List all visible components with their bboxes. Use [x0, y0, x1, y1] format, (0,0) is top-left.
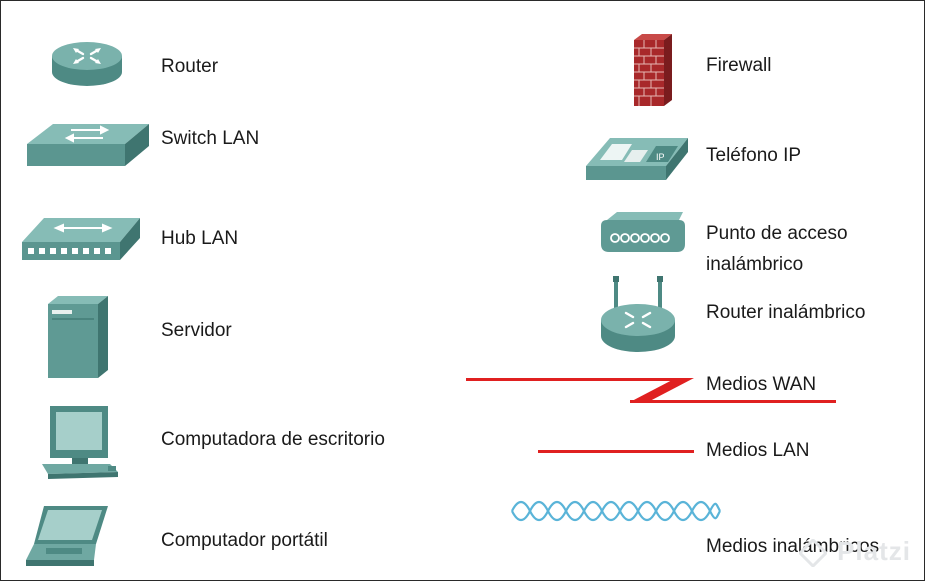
ip-phone-label: Teléfono IP — [706, 145, 802, 166]
platzi-watermark: Platzi — [837, 536, 911, 566]
switch-lan-label: Switch LAN — [161, 128, 260, 149]
platzi-logo-icon — [799, 539, 827, 567]
hub-lan-label: Hub LAN — [161, 228, 239, 249]
access-point-label-line2: inalámbrico — [706, 254, 804, 275]
wan-media-line-icon — [466, 378, 836, 403]
laptop-icon — [26, 506, 108, 566]
server-icon — [48, 296, 108, 378]
svg-text:IP: IP — [656, 152, 665, 162]
firewall-icon — [634, 34, 672, 106]
lan-media-line-icon — [538, 450, 694, 453]
wireless-router-icon — [601, 276, 675, 352]
laptop-label: Computador portátil — [161, 530, 328, 551]
firewall-label: Firewall — [706, 55, 772, 76]
server-label: Servidor — [161, 320, 232, 341]
hub-icon — [22, 218, 140, 260]
desktop-computer-icon — [42, 406, 118, 479]
switch-icon — [27, 124, 149, 166]
lan-media-label: Medios LAN — [706, 440, 810, 461]
ip-phone-icon: IP — [586, 138, 688, 180]
access-point-label-line1: Punto de acceso — [706, 223, 848, 244]
router-icon — [52, 42, 122, 86]
wan-media-label: Medios WAN — [706, 374, 817, 395]
router-label: Router — [161, 56, 219, 77]
wireless-router-label: Router inalámbrico — [706, 302, 866, 323]
wireless-media-label: Medios inalámbricos — [706, 536, 880, 557]
wireless-access-point-icon — [601, 212, 685, 252]
desktop-computer-label: Computadora de escritorio — [161, 429, 385, 450]
wireless-media-wave-icon — [511, 500, 721, 522]
